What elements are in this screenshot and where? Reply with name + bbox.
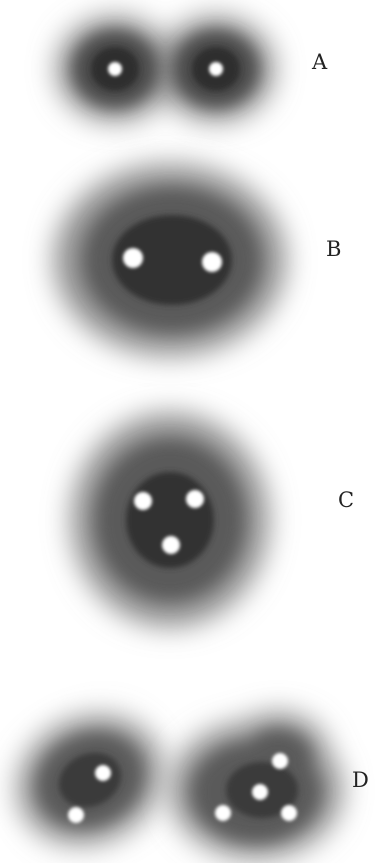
nucleus-d1 <box>95 765 111 781</box>
nucleus-c2 <box>186 490 204 508</box>
label-a: A <box>311 50 328 74</box>
nucleus-b2 <box>202 252 222 272</box>
nucleus-c1 <box>134 492 152 510</box>
label-d: D <box>352 768 369 792</box>
nucleus-d2 <box>68 807 84 823</box>
cloud-c <box>72 414 268 626</box>
label-b: B <box>326 237 341 261</box>
nucleus-d4 <box>252 784 268 800</box>
cloud-b <box>55 165 285 355</box>
nucleus-d3 <box>272 753 288 769</box>
nucleus-a2 <box>209 62 223 76</box>
nucleus-a1 <box>108 62 122 76</box>
nucleus-d6 <box>281 805 297 821</box>
nucleus-d5 <box>215 805 231 821</box>
nucleus-b1 <box>123 248 143 268</box>
label-c: C <box>338 488 354 512</box>
nucleus-c3 <box>162 536 180 554</box>
